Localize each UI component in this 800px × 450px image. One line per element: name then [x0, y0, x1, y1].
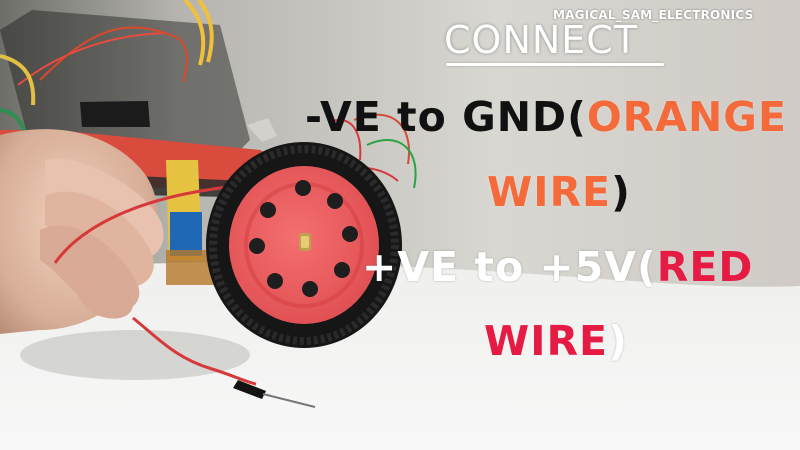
- caption-line-2-close: ): [611, 168, 631, 216]
- caption-line-2-wire: WIRE: [487, 168, 612, 216]
- caption-title: CONNECT: [444, 18, 639, 62]
- caption-line-1-orange: ORANGE: [586, 93, 787, 141]
- caption-line-2: WIRE): [487, 168, 631, 216]
- caption-line-4-close: ): [608, 317, 628, 365]
- caption-line-3-prefix: +VE to +5V(: [362, 243, 657, 291]
- caption-line-1: -VE to GND(ORANGE: [305, 93, 787, 141]
- caption-line-4: WIRE): [484, 317, 628, 365]
- caption-line-1-prefix: -VE to GND(: [305, 93, 587, 141]
- caption-line-4-wire: WIRE: [484, 317, 609, 365]
- channel-watermark: MAGICAL_SAM_ELECTRONICS: [553, 8, 754, 22]
- caption-line-3: +VE to +5V(RED: [362, 243, 753, 291]
- caption-line-3-red: RED: [656, 243, 754, 291]
